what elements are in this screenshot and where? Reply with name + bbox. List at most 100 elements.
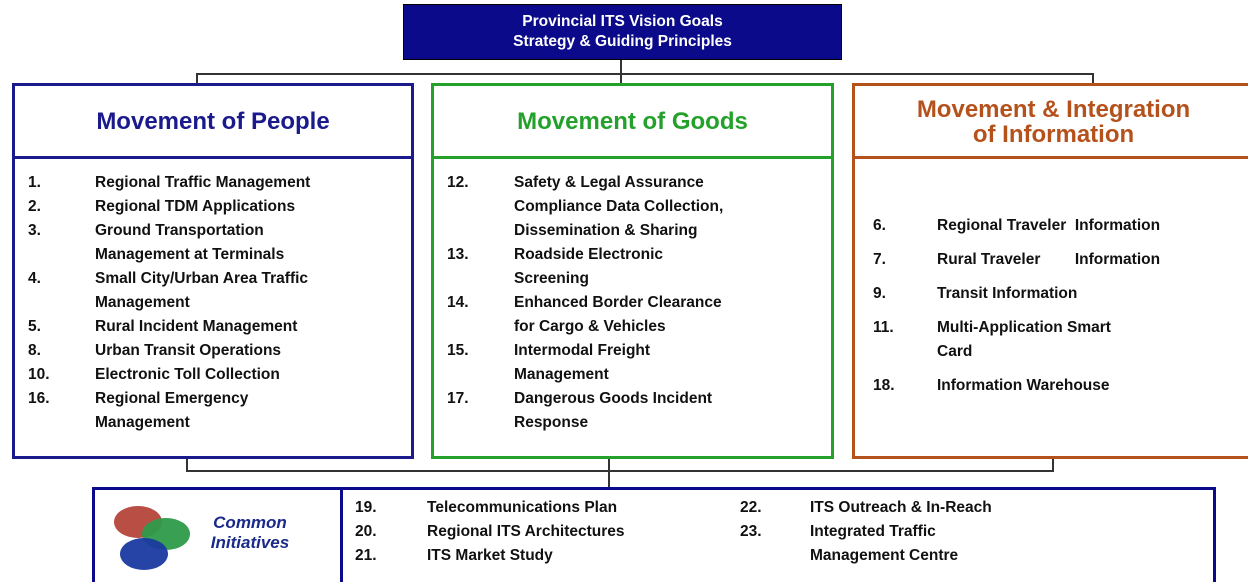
common-list-item: 19. Telecommunications Plan [355,498,715,522]
common-initiatives-logo [114,506,190,570]
item-text: Rural Incident Management [95,318,298,335]
item-number: 23. [740,523,762,540]
item-number: 9. [873,285,886,302]
item-text: Regional Emergency [95,390,249,407]
item-text: Management [514,366,609,383]
list-item: 5. Rural Incident Management [28,317,408,341]
item-number: 15. [447,342,469,359]
list-item: 6. Regional Traveler Information [873,216,1248,240]
connector-bottom-horizontal [186,470,1054,472]
goods-column: Movement of Goods 12. Safety & Legal Assu… [431,83,834,459]
list-item: 7.Rural Traveler Information [873,250,1248,274]
common-initiatives-divider [340,487,343,582]
connector-bottom-vertical [608,470,610,487]
list-item: 9. Transit Information [873,284,1248,308]
connector-top-right-drop [1092,73,1094,83]
item-text: Telecommunications Plan [427,499,618,516]
goods-column-title: Movement of Goods [517,107,748,135]
list-item: 1. Regional Traffic Management [28,173,408,197]
item-text: ITS Market Study [427,547,553,564]
common-list-item: 21. ITS Market Study [355,546,715,570]
information-column-title-line1: Movement & Integration [916,96,1191,123]
connector-bottom-left-rise [186,459,188,471]
item-text: Regional Traffic Management [95,174,311,191]
people-column-title: Movement of People [96,107,330,135]
vision-goals-line1: Provincial ITS Vision Goals [522,13,723,30]
item-number: 16. [28,390,50,407]
connector-top-middle-drop [620,73,622,83]
item-number: 17. [447,390,469,407]
vision-goals-box: Provincial ITS Vision Goals Strategy & G… [403,4,842,60]
item-text: Enhanced Border Clearance [514,294,722,311]
common-label-line2: Initiatives [210,533,290,552]
item-text: Management [95,294,190,311]
item-text: Regional TDM Applications [95,198,296,215]
item-number: 1. [28,174,41,191]
item-number: 20. [355,523,377,540]
item-text: ITS Outreach & In-Reach [810,499,992,516]
item-number: 2. [28,198,41,215]
item-text: Screening [514,270,589,287]
item-number: 21. [355,547,377,564]
item-text: Dangerous Goods Incident [514,390,713,407]
item-text: Management at Terminals [95,246,285,263]
item-text: Transit Information [937,285,1078,302]
information-column: Movement & Integration of Information 6.… [852,83,1248,459]
common-initiatives-box [92,487,1216,582]
item-number: 19. [355,499,377,516]
common-list-item: 20. Regional ITS Architectures [355,522,715,546]
information-column-title-line2: of Information [972,121,1135,148]
item-text: Roadside Electronic [514,246,664,263]
list-item: 14. Enhanced Border Clearance for Cargo & … [447,293,827,341]
list-item: 18. Information Warehouse [873,376,1248,400]
list-item: 10. Electronic Toll Collection [28,365,408,389]
connector-top-left-drop [196,73,198,83]
item-text: Regional Traveler Information [937,217,1161,234]
item-text: Intermodal Freight [514,342,651,359]
common-label-line1: Common [213,513,287,532]
item-number: 18. [873,377,895,394]
vision-goals-line2: Strategy & Guiding Principles [513,33,732,50]
item-text: Urban Transit Operations [95,342,282,359]
item-number: 10. [28,366,50,383]
item-number: 13. [447,246,469,263]
item-number: 14. [447,294,469,311]
goods-column-header: Movement of Goods [434,86,831,159]
item-text: Safety & Legal Assurance [514,174,704,191]
item-text: Multi-Application Smart [937,319,1111,336]
connector-bottom-middle-rise [608,459,610,471]
list-item: 2. Regional TDM Applications [28,197,408,221]
item-number: 11. [873,319,894,336]
item-number: 6. [873,217,886,234]
item-text: Information Warehouse [937,377,1110,394]
item-text: Response [514,414,589,431]
list-item: 8.Urban Transit Operations [28,341,408,365]
item-text: Rural Traveler Information [937,251,1161,268]
item-text: Management Centre [810,547,959,564]
item-number: 5. [28,318,41,335]
item-text: Regional ITS Architectures [427,523,625,540]
item-text: for Cargo & Vehicles [514,318,666,335]
item-text: Integrated Traffic [810,523,936,540]
people-column: Movement of People 1. Regional Traffic Ma… [12,83,414,459]
connector-top-horizontal [196,73,1094,75]
connector-top-vertical [620,60,622,74]
connector-bottom-right-rise [1052,459,1054,471]
information-column-header: Movement & Integration of Information [855,86,1248,159]
item-text: Dissemination & Sharing [514,222,698,239]
item-number: 3. [28,222,41,239]
item-text: Electronic Toll Collection [95,366,280,383]
item-number: 22. [740,499,762,516]
item-text: Management [95,414,190,431]
item-text: Ground Transportation [95,222,264,239]
item-text: Compliance Data Collection, [514,198,724,215]
item-number: 12. [447,174,469,191]
people-column-header: Movement of People [15,86,411,159]
